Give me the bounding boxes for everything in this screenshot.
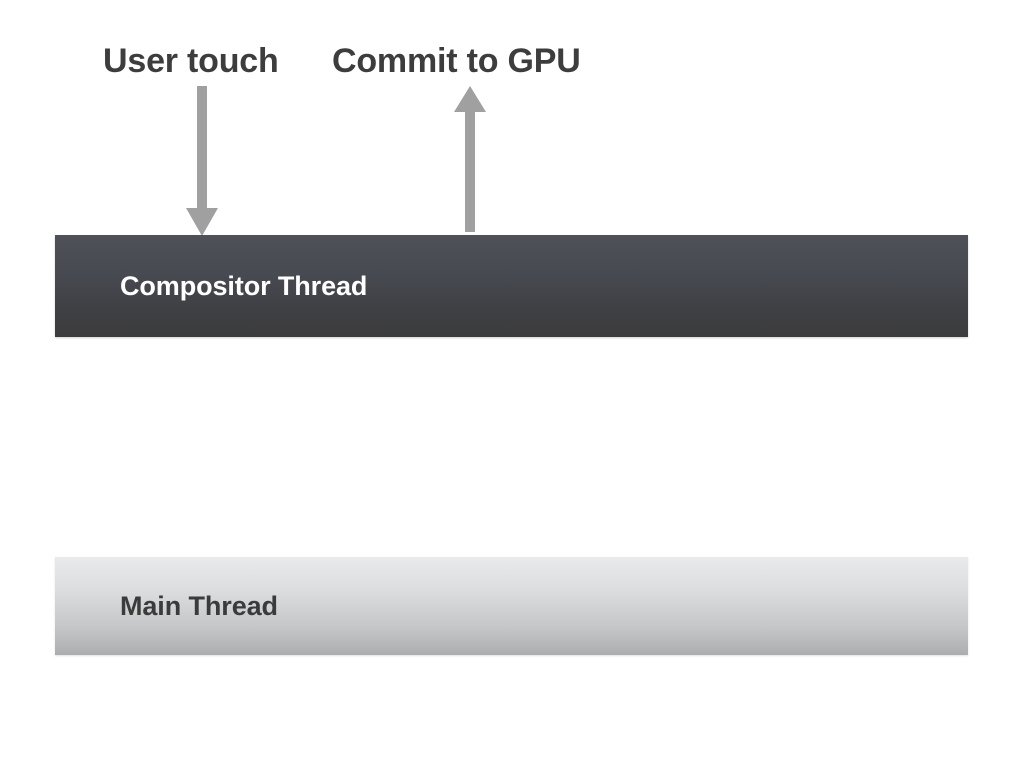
arrow-down-icon-user-touch — [186, 86, 218, 236]
thread-bar-label-main-thread: Main Thread — [120, 591, 278, 621]
annotation-label-commit-to-gpu: Commit to GPU — [332, 42, 581, 80]
arrow-up-icon-commit-to-gpu — [454, 86, 486, 232]
thread-bar-label-compositor-thread: Compositor Thread — [120, 271, 368, 301]
thread-bar-main-thread: Main Thread — [55, 557, 968, 655]
thread-bar-compositor-thread: Compositor Thread — [55, 235, 968, 337]
annotation-label-user-touch: User touch — [103, 42, 279, 80]
